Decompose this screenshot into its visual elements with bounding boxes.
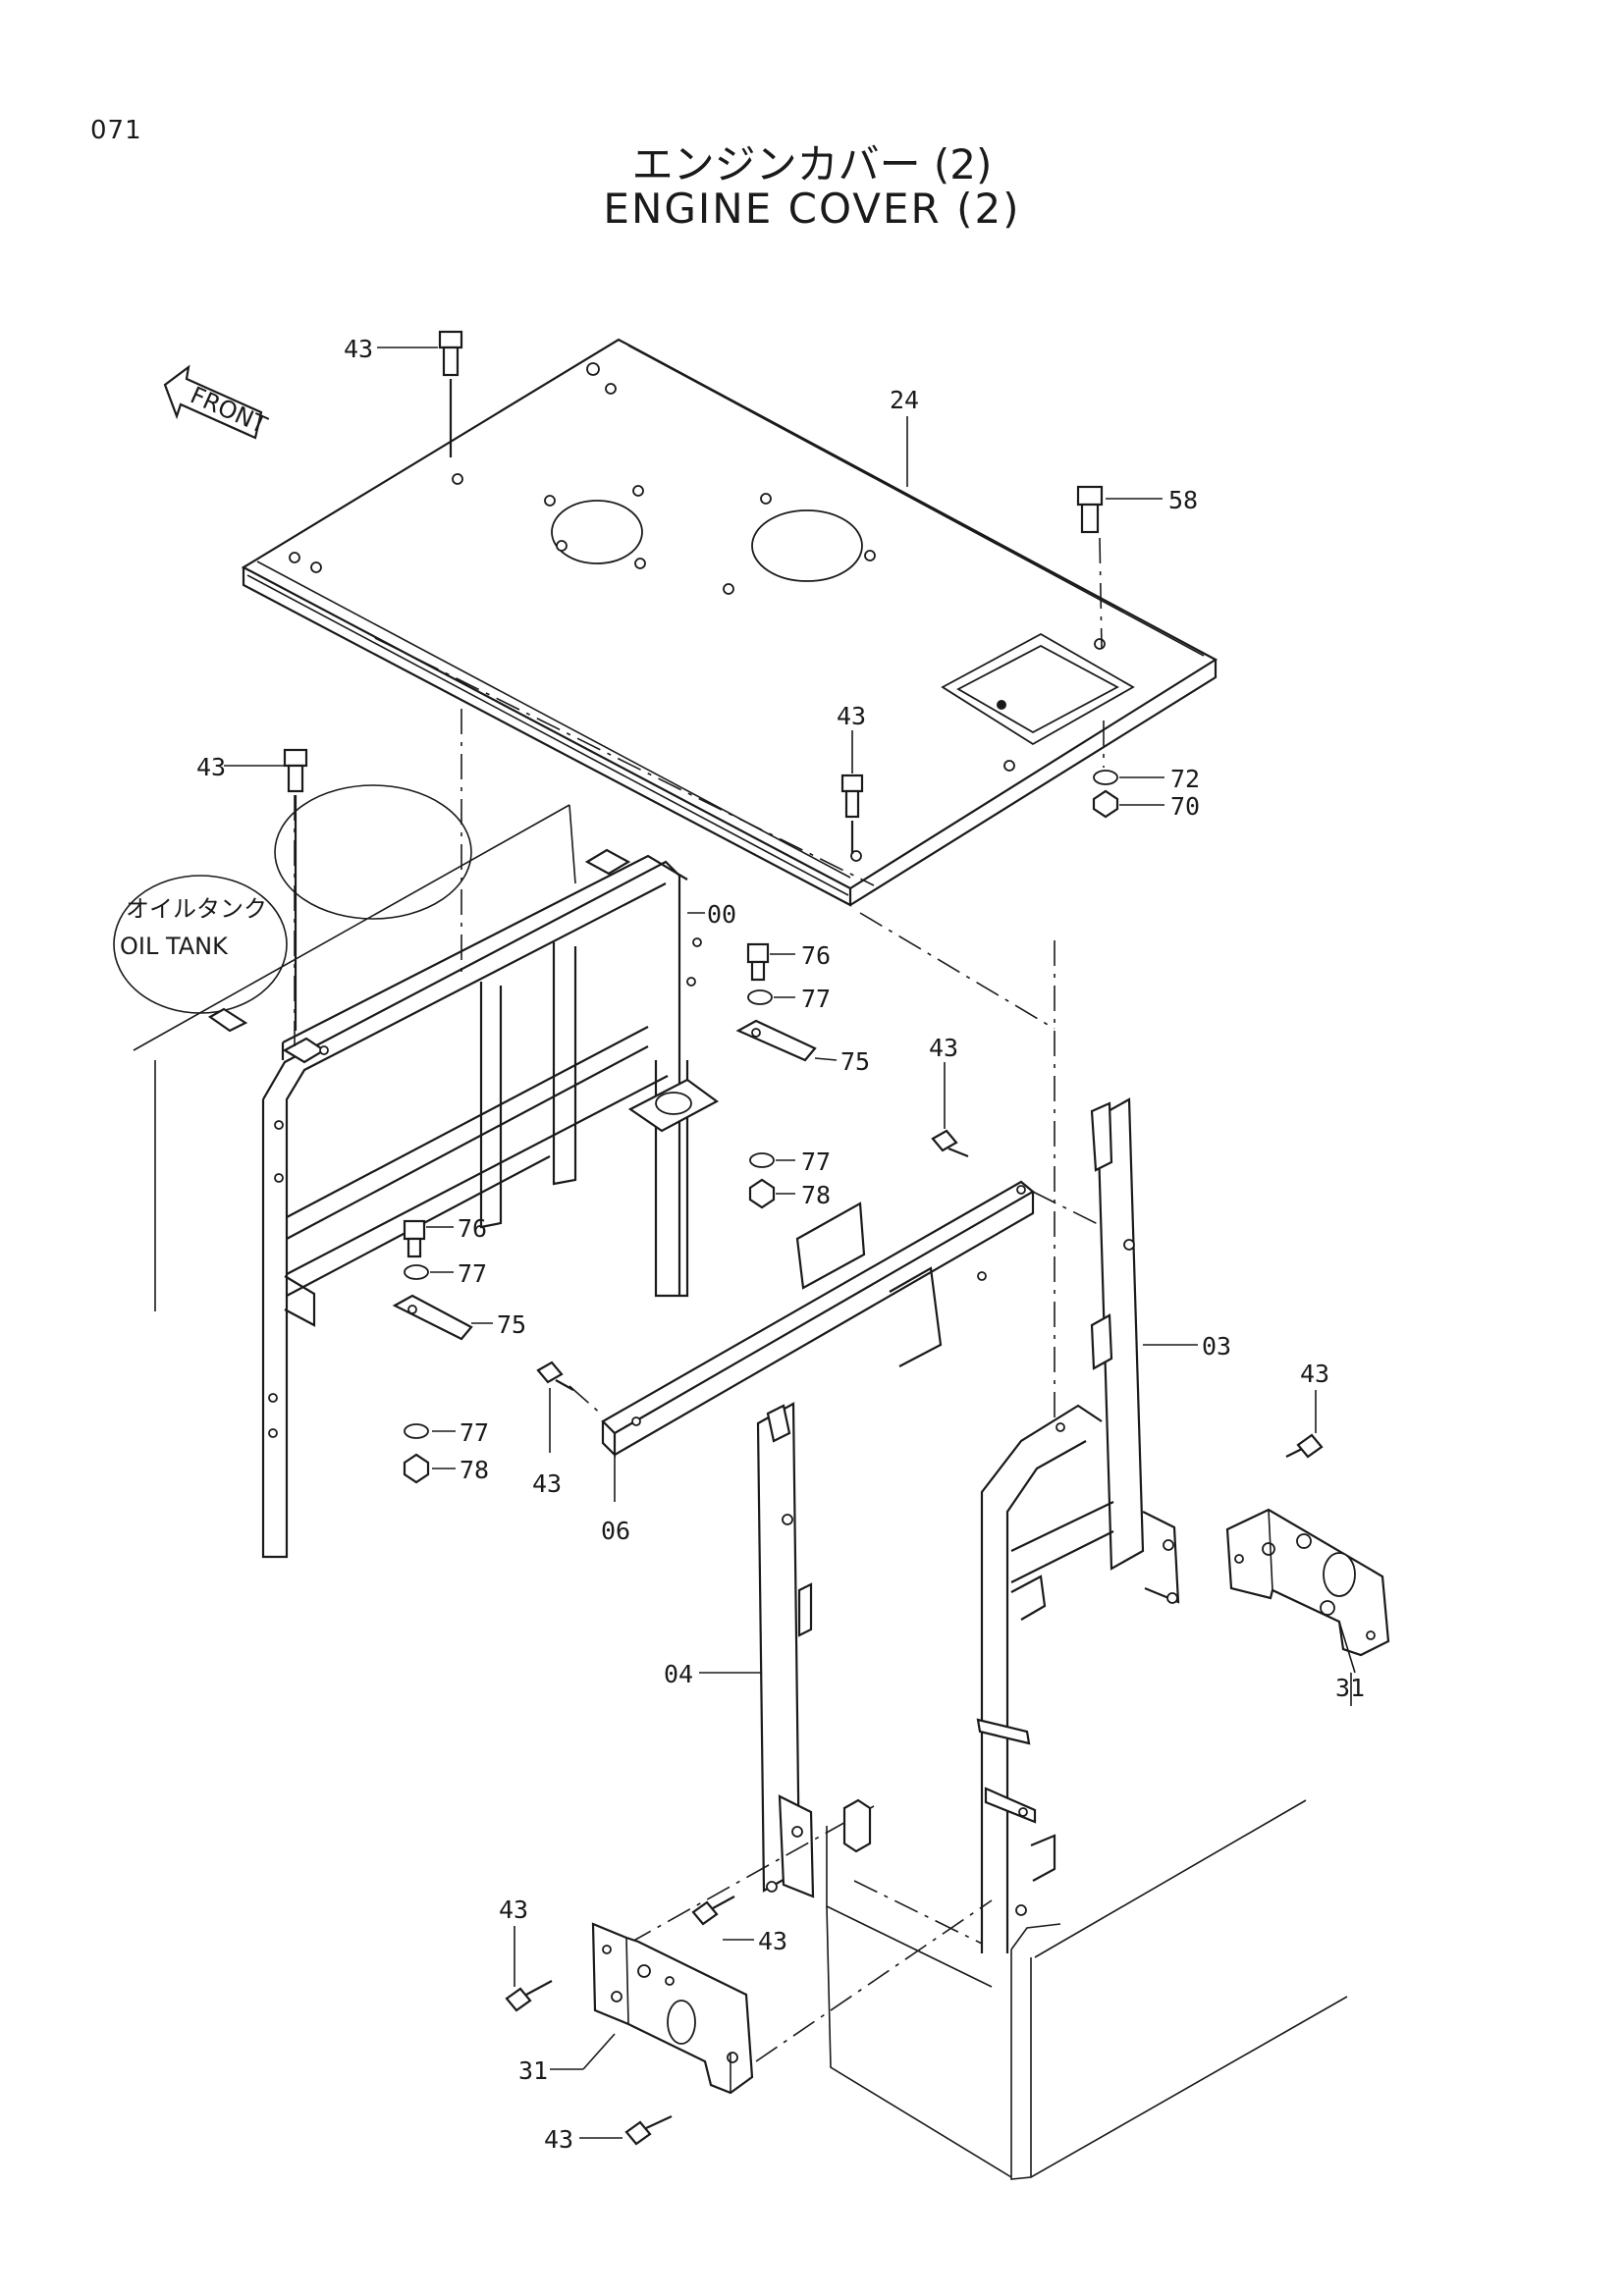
- callout-43-h: 43: [499, 1896, 528, 1924]
- callout-77-c: 77: [458, 1259, 487, 1288]
- bolt-76-b: [403, 1219, 426, 1258]
- nut-78-b: [403, 1453, 430, 1484]
- callout-77-a: 77: [801, 985, 831, 1013]
- main-frame: [207, 709, 720, 1559]
- front-arrow: FRONT: [163, 364, 272, 440]
- callout-03: 03: [1202, 1332, 1231, 1361]
- bolt-43-g: [691, 1896, 735, 1926]
- cross-brace: [568, 1180, 1109, 1458]
- bolt-43-f: [1285, 1433, 1324, 1459]
- callout-24: 24: [890, 386, 919, 414]
- bracket-31-right: [1225, 1508, 1390, 1674]
- bolt-43-left: [283, 748, 308, 1031]
- bolt-43-d: [931, 1129, 969, 1158]
- callout-31-right: 31: [1335, 1674, 1365, 1702]
- upright-post-04: [756, 1402, 815, 1898]
- title-japanese: エンジンカバー (2): [631, 140, 993, 188]
- callout-43-mid: 43: [837, 702, 866, 730]
- callout-43-left: 43: [196, 753, 226, 781]
- bracket-31-left: [591, 1922, 754, 2095]
- bolt-43-h: [505, 1980, 553, 2012]
- callout-78-b: 78: [460, 1456, 489, 1484]
- callout-70: 70: [1170, 792, 1200, 821]
- callout-43-e: 43: [532, 1469, 562, 1498]
- lower-housing: [627, 1798, 1348, 2180]
- washer-77-a: [747, 989, 773, 1005]
- oil-tank-label-en: OIL TANK: [120, 933, 229, 960]
- front-label: FRONT: [187, 381, 272, 439]
- washer-77-c: [404, 1264, 429, 1280]
- callout-77-b: 77: [801, 1148, 831, 1176]
- oil-tank: オイルタンク OIL TANK: [113, 784, 576, 1311]
- callout-43-d: 43: [929, 1034, 958, 1062]
- callout-58: 58: [1168, 486, 1198, 514]
- bolt-58: [1076, 485, 1104, 649]
- plate-75-b: [392, 1294, 473, 1341]
- callout-78-a: 78: [801, 1181, 831, 1209]
- callout-77-d: 77: [460, 1418, 489, 1447]
- bolt-43-mid: [840, 774, 864, 854]
- callout-00: 00: [707, 900, 736, 929]
- callout-76-a: 76: [801, 941, 831, 970]
- upright-post-03: [1090, 1097, 1180, 1604]
- callout-43-top: 43: [344, 335, 373, 363]
- leader-lines: [224, 347, 1352, 2139]
- callout-75-a: 75: [840, 1047, 870, 1076]
- callout-43-bottom: 43: [544, 2125, 573, 2154]
- oil-tank-label-jp: オイルタンク: [126, 895, 267, 923]
- callout-06: 06: [601, 1517, 630, 1545]
- nut-70: [1092, 789, 1119, 819]
- washer-72: [1093, 721, 1118, 785]
- callout-31-left: 31: [518, 2056, 548, 2085]
- bolt-43-i: [624, 2115, 673, 2146]
- side-frame: [859, 912, 1114, 1953]
- page-number: 071: [90, 116, 142, 145]
- bolt-76-a: [746, 942, 770, 982]
- callout-43-f: 43: [1300, 1360, 1329, 1388]
- washer-77-d: [404, 1423, 429, 1439]
- callout-76-b: 76: [458, 1214, 487, 1243]
- callout-72: 72: [1170, 765, 1200, 793]
- plate-75-a: [735, 1019, 817, 1062]
- callout-43-g: 43: [758, 1927, 787, 1955]
- bolt-43-e: [536, 1361, 574, 1391]
- nut-78-a: [748, 1178, 776, 1209]
- top-cover-panel: [241, 338, 1218, 907]
- title-english: ENGINE COVER (2): [603, 185, 1021, 233]
- callout-75-b: 75: [497, 1310, 526, 1339]
- bolt-43-top: [438, 330, 463, 457]
- callout-04: 04: [664, 1660, 693, 1688]
- washer-77-b: [749, 1152, 775, 1168]
